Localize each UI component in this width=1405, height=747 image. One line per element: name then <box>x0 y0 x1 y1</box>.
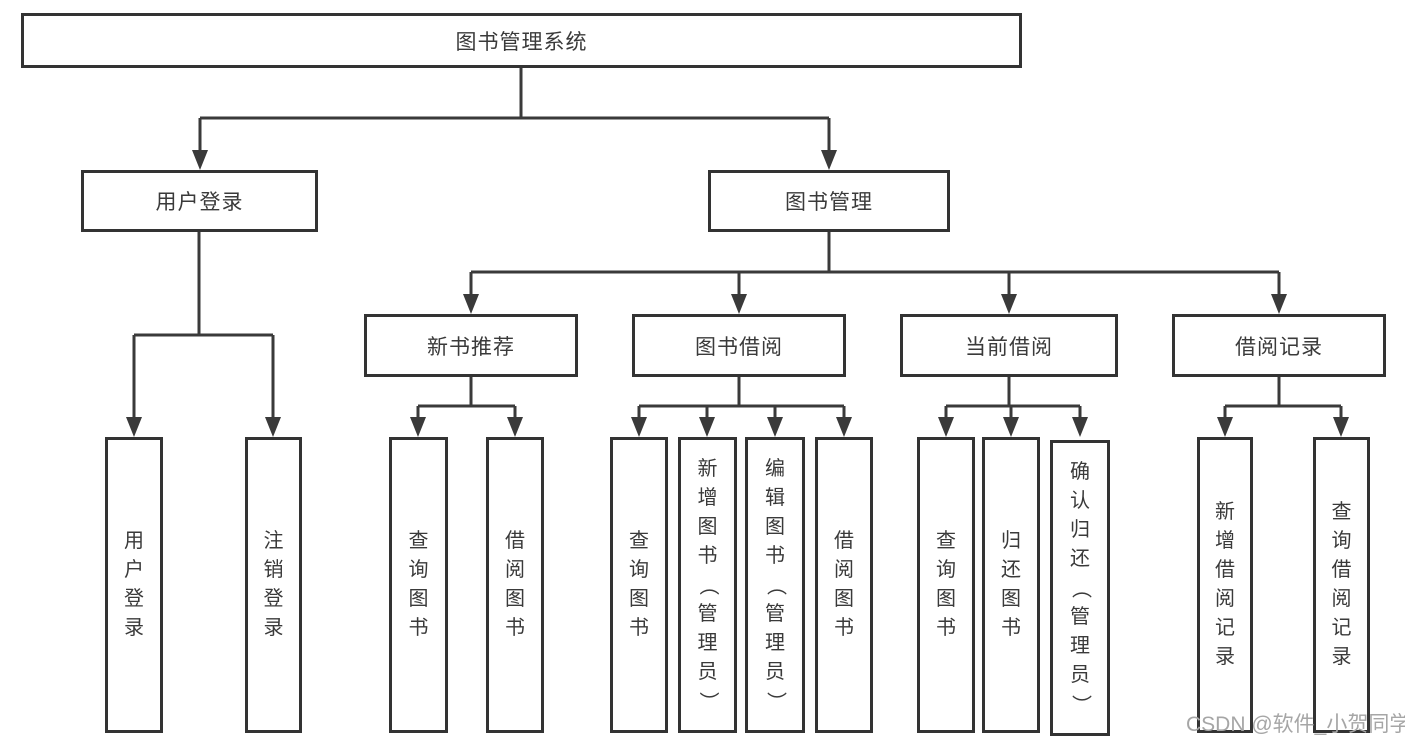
leaf-logout: 注销登录 <box>245 437 302 733</box>
leaf-edit-books-admin: 编辑图书（管理员） <box>745 437 805 733</box>
node-book-management: 图书管理 <box>708 170 950 232</box>
connector-arrows <box>126 118 1349 437</box>
watermark: CSDN @软件_小贺同学 <box>1186 713 1405 736</box>
node-new-book-recommend: 新书推荐 <box>364 314 578 377</box>
node-book-borrowing: 图书借阅 <box>632 314 846 377</box>
leaf-borrow-books-borrowing: 借阅图书 <box>815 437 873 733</box>
leaf-query-books-borrowing: 查询图书 <box>610 437 668 733</box>
leaf-add-borrow-record: 新增借阅记录 <box>1197 437 1253 733</box>
leaf-return-books: 归还图书 <box>982 437 1040 733</box>
leaf-query-books-current: 查询图书 <box>917 437 975 733</box>
leaf-query-borrow-record: 查询借阅记录 <box>1313 437 1370 733</box>
node-borrowing-records: 借阅记录 <box>1172 314 1386 377</box>
node-user-login: 用户登录 <box>81 170 318 232</box>
node-current-borrowing: 当前借阅 <box>900 314 1118 377</box>
leaf-confirm-return-admin: 确认归还（管理员） <box>1050 440 1110 736</box>
node-library-system: 图书管理系统 <box>21 13 1022 68</box>
leaf-add-books-admin: 新增图书（管理员） <box>678 437 737 733</box>
leaf-borrow-books-recommend: 借阅图书 <box>486 437 544 733</box>
leaf-user-login: 用户登录 <box>105 437 163 733</box>
leaf-query-books-recommend: 查询图书 <box>389 437 448 733</box>
